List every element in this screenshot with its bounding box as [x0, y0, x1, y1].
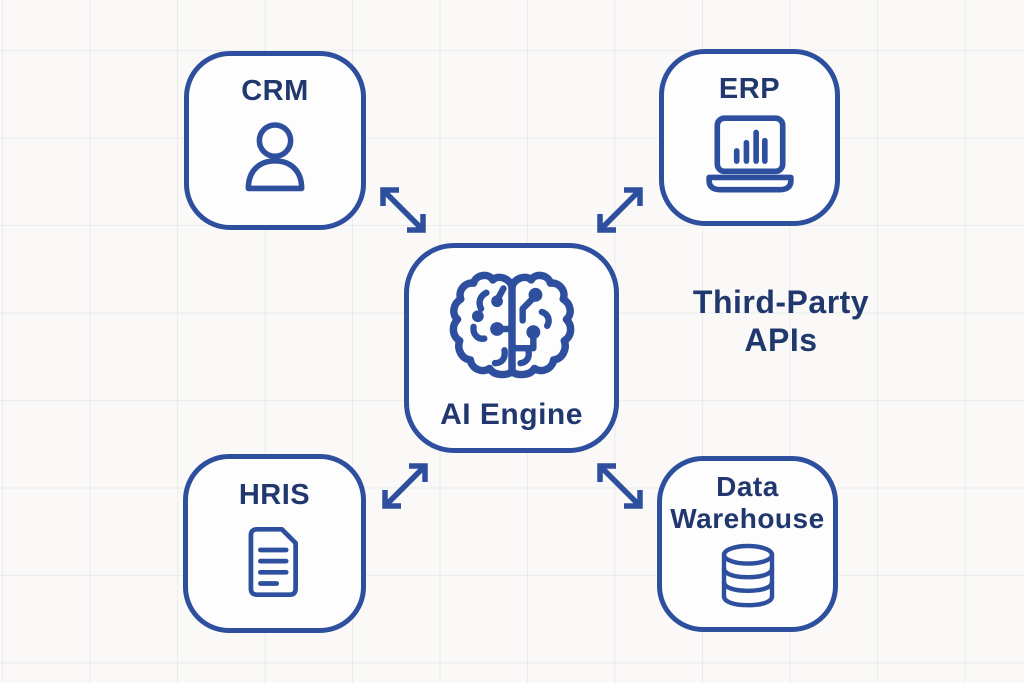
person-icon	[245, 122, 305, 192]
database-icon	[721, 543, 774, 608]
node-hris: HRIS	[183, 454, 366, 633]
node-erp: ERP	[659, 49, 840, 226]
node-ai-engine: AI Engine	[404, 243, 619, 453]
document-icon	[248, 527, 298, 598]
brain-circuit-icon	[449, 271, 574, 378]
node-data-warehouse-label: Data Warehouse	[670, 471, 825, 534]
arrow-ai-engine-crm	[380, 187, 426, 233]
arrow-ai-engine-hris	[382, 463, 428, 509]
node-erp-label: ERP	[718, 72, 781, 105]
node-crm: CRM	[184, 51, 366, 230]
node-ai-engine-label: AI Engine	[440, 397, 583, 431]
third-party-apis-label: Third-Party APIs	[692, 284, 870, 358]
arrow-ai-engine-data-warehouse	[597, 463, 643, 509]
node-hris-label: HRIS	[238, 478, 311, 511]
laptop-bar-chart-icon	[705, 115, 794, 193]
arrow-ai-engine-erp	[597, 187, 643, 233]
node-crm-label: CRM	[241, 74, 309, 107]
node-data-warehouse: Data Warehouse	[657, 456, 838, 632]
